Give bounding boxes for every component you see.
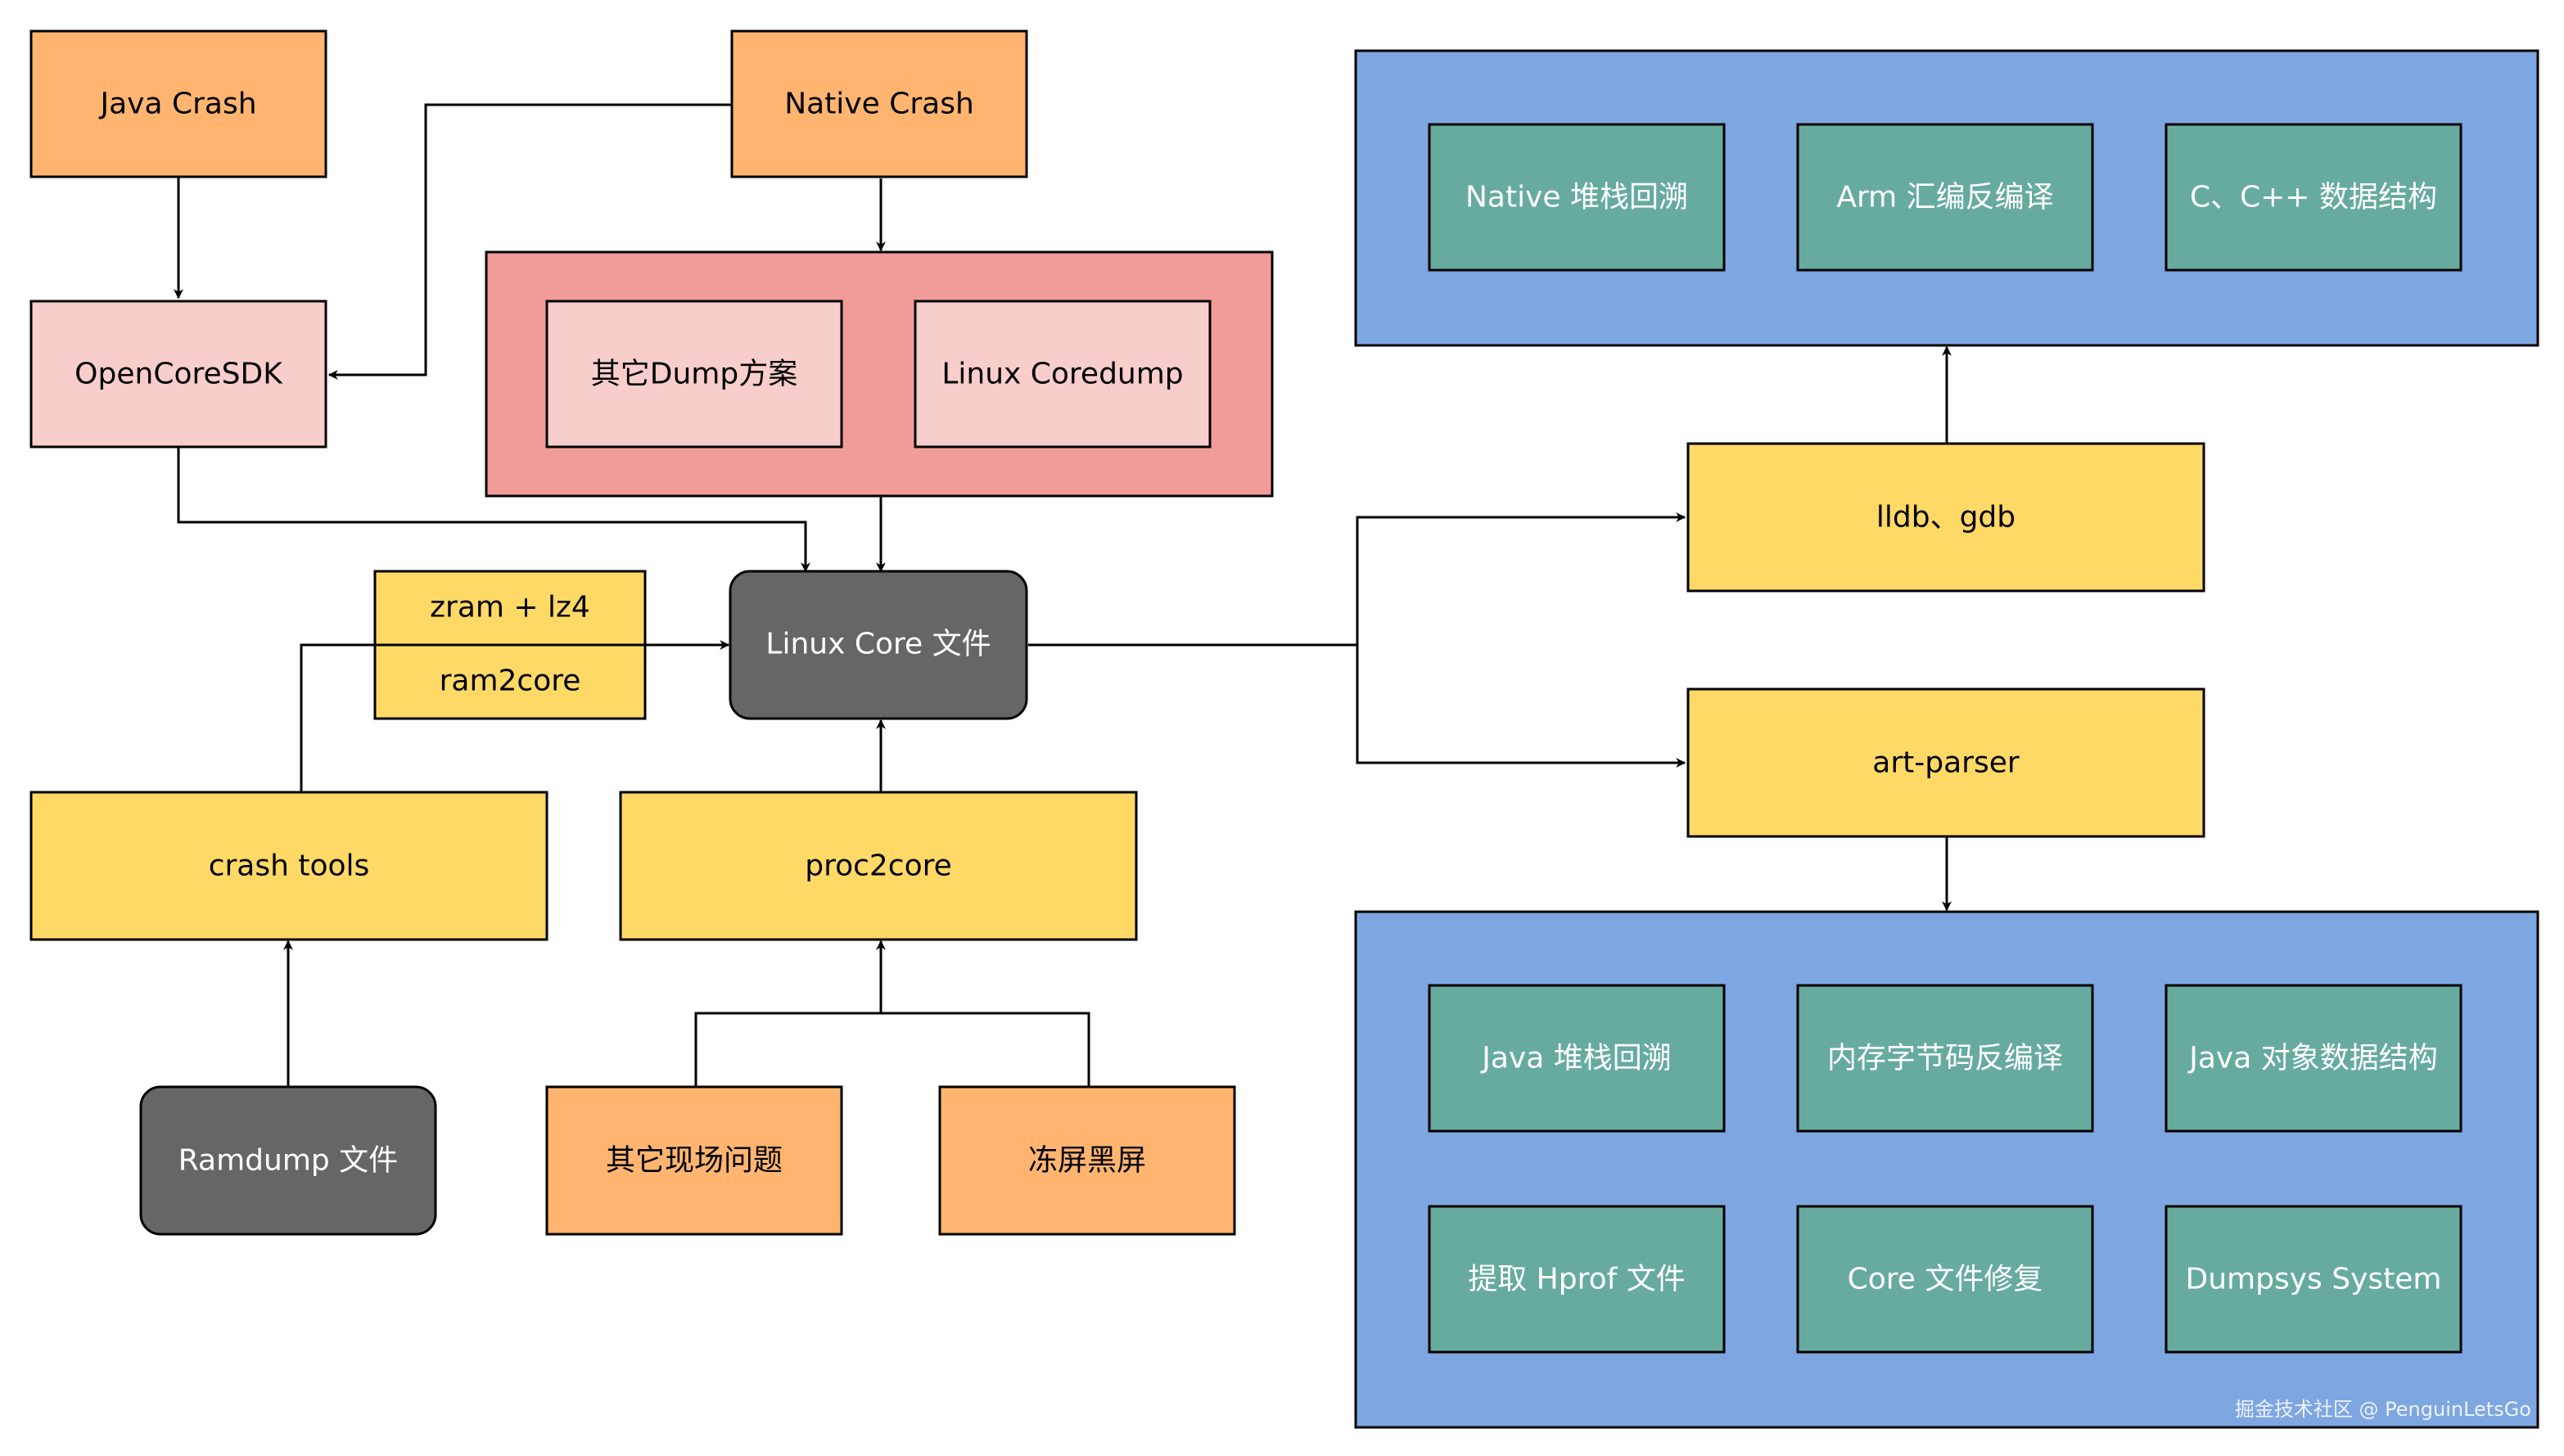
edge-freeze-to-proc2core — [881, 1012, 1090, 1087]
dumpsys-label: Dumpsys System — [2186, 1263, 2442, 1296]
lldb-gdb-label: lldb、gdb — [1876, 501, 2016, 534]
java-object-node — [2165, 984, 2462, 1133]
crash-tools-node — [29, 791, 548, 941]
linux-core-file-label: Linux Core 文件 — [765, 628, 991, 661]
proc2core-node — [619, 791, 1138, 941]
proc2core-label: proc2core — [805, 850, 952, 883]
linux-coredump-label: Linux Coredump — [941, 358, 1183, 391]
native-stack-node — [1428, 123, 1726, 272]
edge-other-issues-to-proc2core — [694, 940, 886, 1087]
freeze-black-node — [938, 1085, 1236, 1236]
arm-disasm-node — [1796, 123, 2094, 272]
art-parser-label: art-parser — [1872, 746, 2020, 780]
java-stack-label: Java 堆栈回溯 — [1480, 1042, 1672, 1075]
core-repair-node — [1796, 1205, 2094, 1354]
linux-core-file-node — [729, 570, 1028, 720]
edge-core-file-to-art-parser — [1356, 645, 1686, 768]
connectors — [174, 103, 1952, 1087]
dumpsys-node — [2165, 1205, 2462, 1354]
java-crash-node — [29, 29, 327, 178]
java-crash-label: Java Crash — [98, 88, 256, 121]
java-object-label: Java 对象数据结构 — [2187, 1042, 2438, 1075]
c-cpp-struct-label: C、C++ 数据结构 — [2190, 181, 2437, 214]
freeze-black-label: 冻屏黑屏 — [1028, 1144, 1146, 1178]
crash-tools-label: crash tools — [209, 850, 370, 883]
native-crash-node — [730, 29, 1028, 178]
lldb-gdb-node — [1686, 442, 2205, 593]
opencore-sdk-label: OpenCoreSDK — [74, 358, 283, 391]
arm-disasm-label: Arm 汇编反编译 — [1836, 181, 2053, 214]
other-dump-node — [545, 300, 843, 449]
edge-core-file-to-lldb — [1028, 512, 1686, 647]
linux-coredump-node — [914, 300, 1212, 449]
other-issues-label: 其它现场问题 — [606, 1144, 783, 1178]
other-issues-node — [545, 1085, 843, 1236]
ramdump-file-node — [139, 1085, 437, 1236]
hprof-label: 提取 Hprof 文件 — [1468, 1263, 1686, 1296]
hprof-node — [1428, 1205, 1726, 1354]
core-repair-label: Core 文件修复 — [1848, 1263, 2043, 1296]
bytecode-decomp-node — [1796, 984, 2094, 1133]
art-parser-node — [1686, 687, 2205, 838]
zram-lz4-label: zram + lz4 — [430, 591, 590, 624]
native-stack-label: Native 堆栈回溯 — [1465, 181, 1688, 214]
native-crash-label: Native Crash — [784, 88, 974, 121]
c-cpp-struct-node — [2165, 123, 2462, 272]
ram2core-label: ram2core — [440, 665, 581, 698]
edge-native-crash-to-opencore — [327, 103, 732, 380]
ramdump-file-label: Ramdump 文件 — [178, 1144, 398, 1178]
java-stack-node — [1428, 984, 1726, 1133]
watermark: 掘金技术社区 @ PenguinLetsGo — [2235, 1398, 2531, 1421]
bytecode-decomp-label: 内存字节码反编译 — [1827, 1042, 2063, 1075]
edge-opencore-to-core-file — [177, 447, 810, 573]
other-dump-label: 其它Dump方案 — [591, 358, 797, 391]
opencore-sdk-node — [29, 300, 327, 449]
